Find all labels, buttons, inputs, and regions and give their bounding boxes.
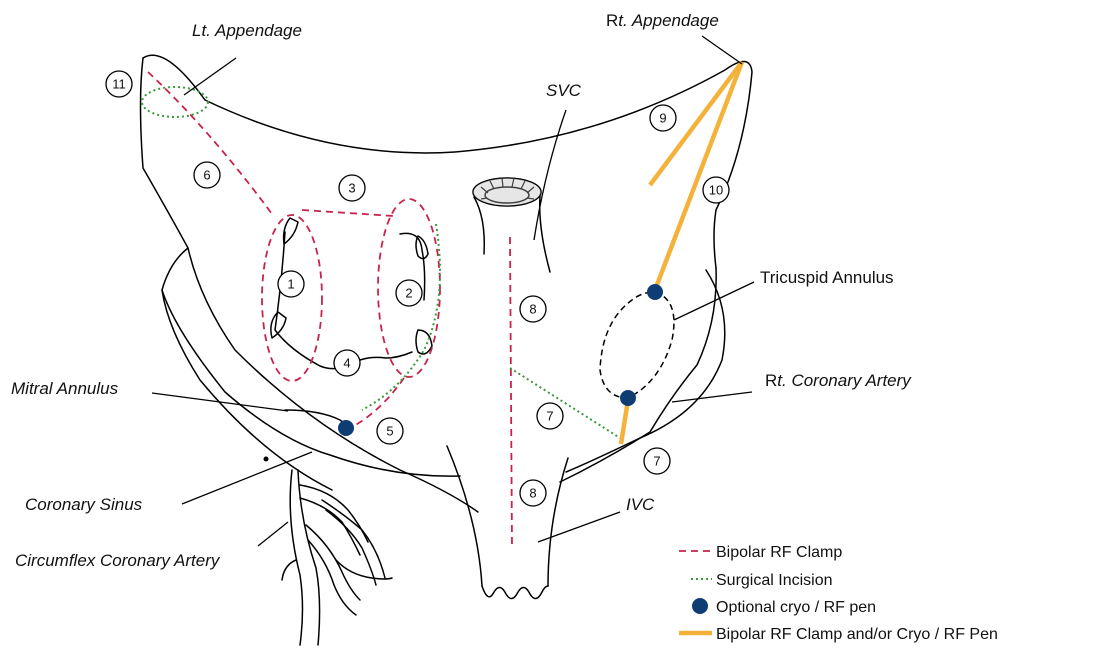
label-svc: SVC [546, 81, 582, 100]
leader-rt-coronary [672, 392, 752, 402]
leader-svc [534, 110, 566, 240]
rf-left-pv-encircle [262, 215, 322, 381]
lesion-number: 10 [703, 177, 729, 203]
svg-text:7: 7 [546, 409, 553, 424]
svg-text:7: 7 [653, 454, 660, 469]
ivc-bottom [482, 586, 548, 599]
svg-text:4: 4 [343, 356, 350, 371]
svc-left-wall [474, 197, 484, 254]
ivc-left-wall [447, 446, 482, 586]
pen-line-lateral [655, 62, 742, 290]
lesion-number: 5 [377, 418, 403, 444]
left-atrium-wall [141, 58, 461, 476]
pen-line-tricuspid [621, 400, 628, 444]
rf-line-svc-ivc [510, 237, 512, 548]
label-rt-appendage: Rt. Appendage [606, 11, 719, 30]
label-rt-coronary-artery: Rt. Coronary Artery [765, 371, 912, 390]
lesion-number: 9 [650, 105, 676, 131]
legend-item: Bipolar RF Clamp [679, 544, 842, 561]
leader-lt-appendage [184, 58, 236, 95]
svg-text:6: 6 [203, 168, 210, 183]
leader-mitral [152, 393, 288, 411]
cryo-dot-tricuspid-bottom [620, 390, 636, 406]
svg-text:1: 1 [287, 277, 294, 292]
svg-text:8: 8 [529, 486, 536, 501]
lesion-number: 4 [334, 350, 360, 376]
atria-top-outline [143, 55, 752, 268]
lesion-number: 8 [520, 480, 546, 506]
lesion-number: 1 [278, 271, 304, 297]
incision-lt-appendage [142, 87, 208, 117]
lesion-number: 3 [339, 175, 365, 201]
coronary-sinus-band [188, 248, 478, 512]
right-atrium-wall [560, 268, 716, 482]
rf-line-pv-roof [302, 210, 394, 216]
coronary-sinus-band-lower [162, 290, 332, 490]
label-coronary-sinus: Coronary Sinus [25, 495, 143, 514]
legend-item: Bipolar RF Clamp and/or Cryo / RF Pen [679, 626, 998, 643]
leader-tricuspid [674, 282, 754, 320]
right-coronary-groove [566, 270, 725, 472]
legend-label: Bipolar RF Clamp [716, 544, 842, 561]
svg-text:8: 8 [529, 302, 536, 317]
svg-text:10: 10 [709, 183, 723, 198]
svg-text:11: 11 [112, 77, 126, 92]
lesion-number: 11 [106, 71, 132, 97]
lesion-number: 7 [644, 448, 670, 474]
rf-pen-lines [621, 62, 742, 444]
coronary-sinus-dot [264, 457, 269, 462]
legend-label: Surgical Incision [716, 572, 833, 589]
cryo-dots [338, 284, 663, 436]
svc-right-wall [540, 196, 550, 272]
legend-item: Surgical Incision [691, 572, 833, 589]
lesion-number: 2 [396, 280, 422, 306]
label-ivc: IVC [626, 495, 655, 514]
leader-coronary-sinus [182, 452, 312, 504]
legend-label: Bipolar RF Clamp and/or Cryo / RF Pen [716, 626, 998, 643]
label-mitral-annulus: Mitral Annulus [11, 379, 119, 398]
incision-right-atrium [510, 368, 620, 438]
cryo-dot-mitral [338, 420, 354, 436]
svg-text:3: 3 [348, 181, 355, 196]
lesion-number: 7 [537, 403, 563, 429]
svg-text:9: 9 [659, 111, 666, 126]
heart-outline [141, 55, 753, 645]
label-lt-appendage: Lt. Appendage [192, 21, 302, 40]
lesion-number: 8 [520, 296, 546, 322]
legend: Bipolar RF Clamp Surgical Incision Optio… [679, 544, 998, 643]
leader-ivc [538, 512, 620, 542]
leader-circumflex [258, 522, 288, 546]
cryo-dot-tricuspid-top [647, 284, 663, 300]
svg-text:2: 2 [405, 286, 412, 301]
leader-rt-appendage [702, 36, 742, 64]
svc-opening [473, 178, 541, 206]
blue-dot-icon [692, 598, 708, 614]
label-circumflex-coronary-artery: Circumflex Coronary Artery [15, 551, 221, 570]
legend-item: Optional cryo / RF pen [692, 598, 876, 616]
lesion-number: 6 [194, 162, 220, 188]
circumflex-artery [282, 470, 392, 645]
legend-label: Optional cryo / RF pen [716, 599, 876, 616]
ivc-right-wall [548, 458, 568, 586]
label-tricuspid-annulus: Tricuspid Annulus [760, 268, 894, 287]
rf-line-appendage-to-pv [148, 72, 272, 214]
tricuspid-annulus-dashed [600, 292, 674, 398]
svg-text:5: 5 [386, 424, 393, 439]
